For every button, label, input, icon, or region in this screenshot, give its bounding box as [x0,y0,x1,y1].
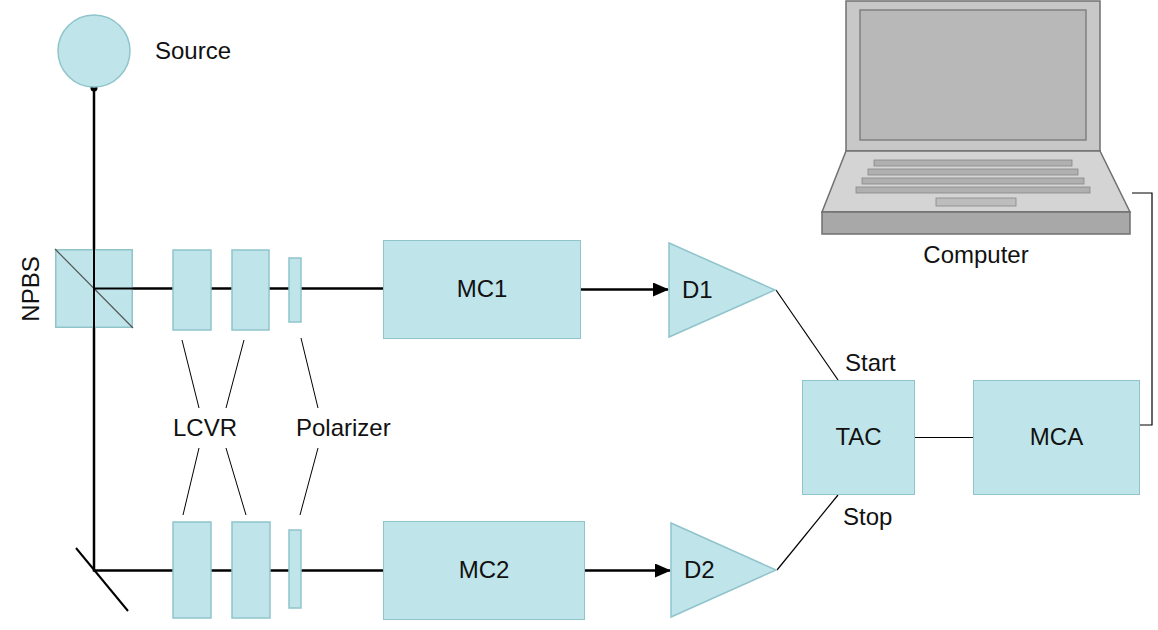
detector-triangle: D2 [670,522,777,618]
node-label: MC2 [459,557,510,583]
leader-line [301,338,318,408]
node-label: TAC [835,424,881,450]
node-label: D2 [684,557,715,583]
mirror [76,548,128,611]
part-label: LCVR [171,414,239,442]
polarizer-plate [289,530,301,608]
detector-triangle: D1 [668,242,776,338]
monochromator-box: MC1 [383,240,581,339]
leader-line [182,340,199,408]
lcvr-cell [173,250,211,330]
signal-label: Start [843,349,898,377]
tac-box: TAC [802,380,915,495]
polarizer-plate [289,258,301,322]
leader-line [226,448,246,515]
signal-wire [777,495,838,570]
node-label: NPBS [18,256,44,321]
part-label: Polarizer [294,414,393,442]
npbs-outline [55,249,133,328]
leader-line [183,448,199,515]
leader-line [226,340,244,408]
circle-outline [57,14,131,88]
laptop-outline [820,0,1132,275]
lcvr-cell [232,250,269,330]
node-label: Computer [923,242,1028,268]
beam-path [585,569,670,572]
node-label: MC1 [457,276,508,302]
signal-label: Stop [841,503,894,531]
beam-path [581,288,668,291]
node-label: D1 [682,277,713,303]
lcvr-cell [232,522,270,618]
beam-splitter: NPBS [55,249,133,328]
node-label: Source [155,38,231,64]
mca-box: MCA [973,380,1140,495]
signal-wire [915,437,973,438]
signal-wire [776,290,838,380]
node-label: MCA [1030,424,1083,450]
computer-laptop: Computer [820,0,1132,275]
lcvr-cell [173,522,211,618]
leader-line [300,448,318,515]
beam-path [93,88,96,249]
source-circle: Source [57,14,131,88]
monochromator-box: MC2 [383,521,585,620]
